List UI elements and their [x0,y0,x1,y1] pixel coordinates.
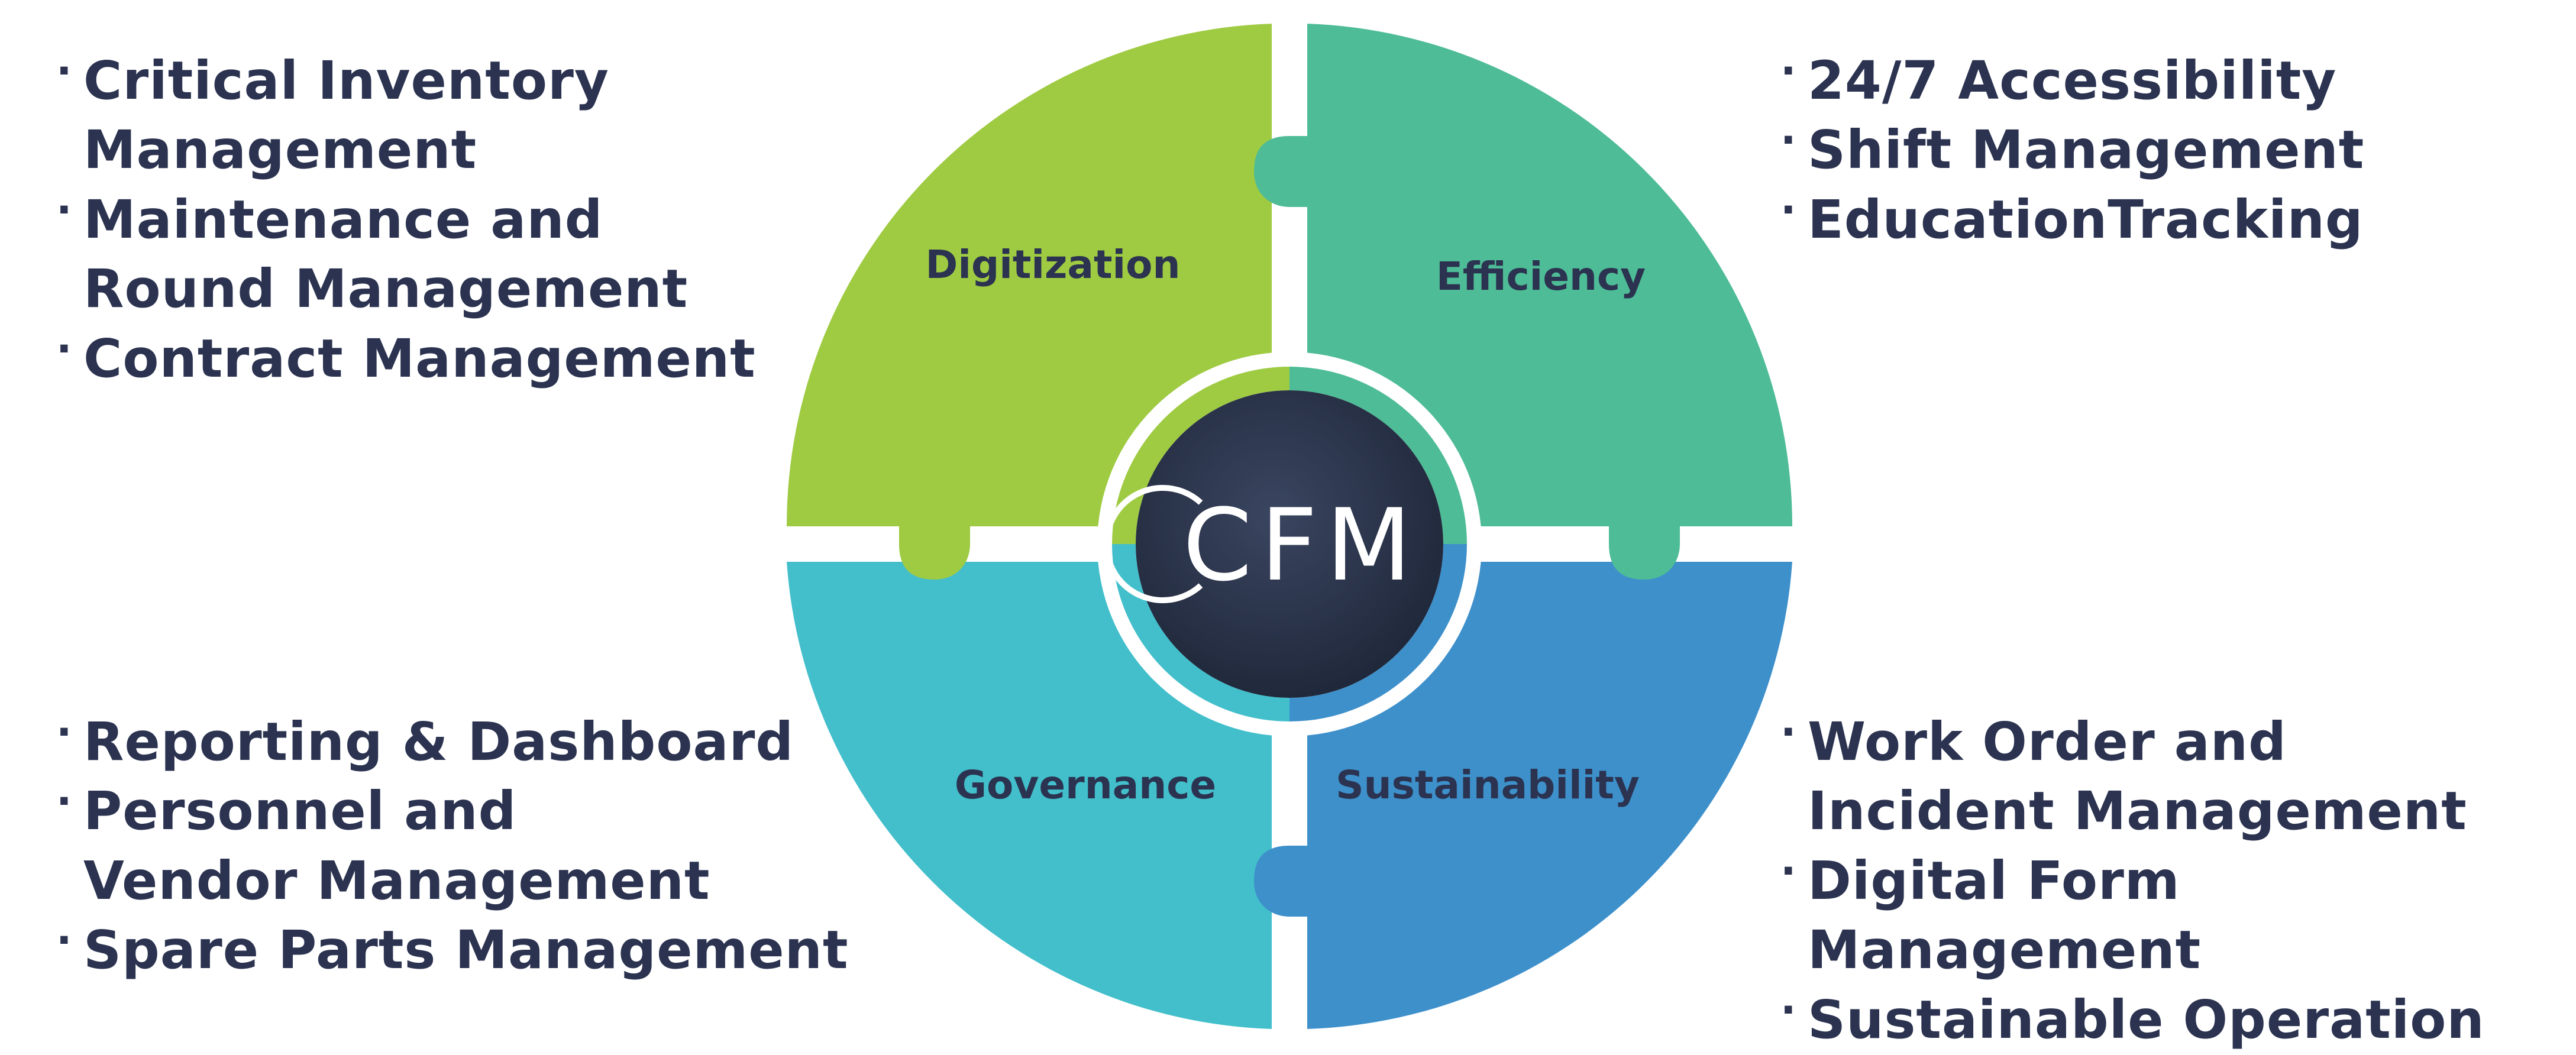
cfm-logo-arc-icon [1103,485,1203,603]
puzzle-tab [1609,526,1680,580]
list-item: Personnel and Vendor Management [56,774,849,915]
digitization-segment [787,24,1272,526]
sustainability-label: Sustainability [1336,762,1640,808]
governance-segment [787,562,1272,1029]
digitization-features-list: Critical Inventory Management Maintenanc… [56,44,756,393]
list-item: Shift Management [1780,113,2364,185]
puzzle-tab [1254,846,1307,917]
list-item: Digital Form Management [1780,844,2576,985]
sustainability-features-list: Work Order and Incident Management Digit… [1780,705,2576,1054]
list-item: Sustainable Operation [1780,983,2576,1054]
efficiency-segment [1307,24,1792,526]
list-item: Maintenance and Round Management [56,183,756,324]
list-item: EducationTracking [1780,183,2364,254]
inner-ring [1112,367,1467,721]
puzzle-tab [899,526,970,580]
list-item: Critical Inventory Management [56,44,756,185]
sustainability-segment [1307,562,1792,1029]
efficiency-label: Efficiency [1436,254,1646,299]
efficiency-features-list: 24/7 Accessibility Shift Management Educ… [1780,44,2364,254]
cfm-logo-circle [1136,390,1443,698]
list-item: Contract Management [56,322,756,393]
cfm-logo-text: CFM [1183,487,1420,603]
digitization-label: Digitization [926,242,1181,287]
puzzle-tab [1254,136,1307,207]
puzzle-diagram: CFM Digitization Efficiency Governance S… [787,24,1792,1029]
list-item: Work Order and Incident Management [1780,705,2576,846]
list-item: 24/7 Accessibility [1780,44,2364,115]
governance-features-list: Reporting & Dashboard Personnel and Vend… [56,705,849,985]
list-item: Reporting & Dashboard [56,705,849,776]
list-item: Spare Parts Management [56,913,849,985]
governance-label: Governance [955,762,1216,808]
